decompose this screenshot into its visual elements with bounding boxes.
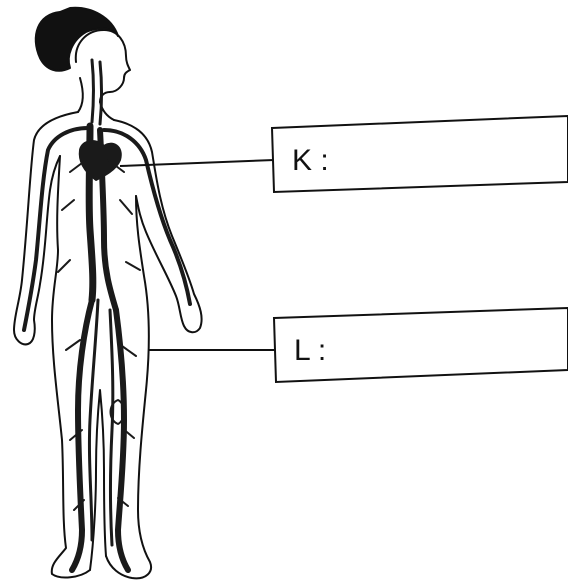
inner-legs bbox=[90, 390, 106, 570]
right-leg-vein bbox=[110, 310, 113, 545]
neck-vessels bbox=[92, 60, 102, 124]
left-arm bbox=[14, 112, 78, 344]
leader-line-k bbox=[120, 160, 274, 166]
label-k-text: K : bbox=[292, 144, 329, 177]
label-box-l: L : bbox=[274, 308, 568, 382]
human-body-figure bbox=[14, 8, 202, 579]
vessel-branches bbox=[58, 160, 140, 510]
label-l-text: L : bbox=[294, 334, 326, 367]
leader-lines bbox=[120, 160, 276, 350]
left-arm-vessel bbox=[24, 128, 88, 330]
label-box-k: K : bbox=[272, 116, 568, 192]
blood-vessels bbox=[24, 60, 190, 570]
torso-left bbox=[52, 156, 90, 577]
neck bbox=[78, 78, 114, 120]
